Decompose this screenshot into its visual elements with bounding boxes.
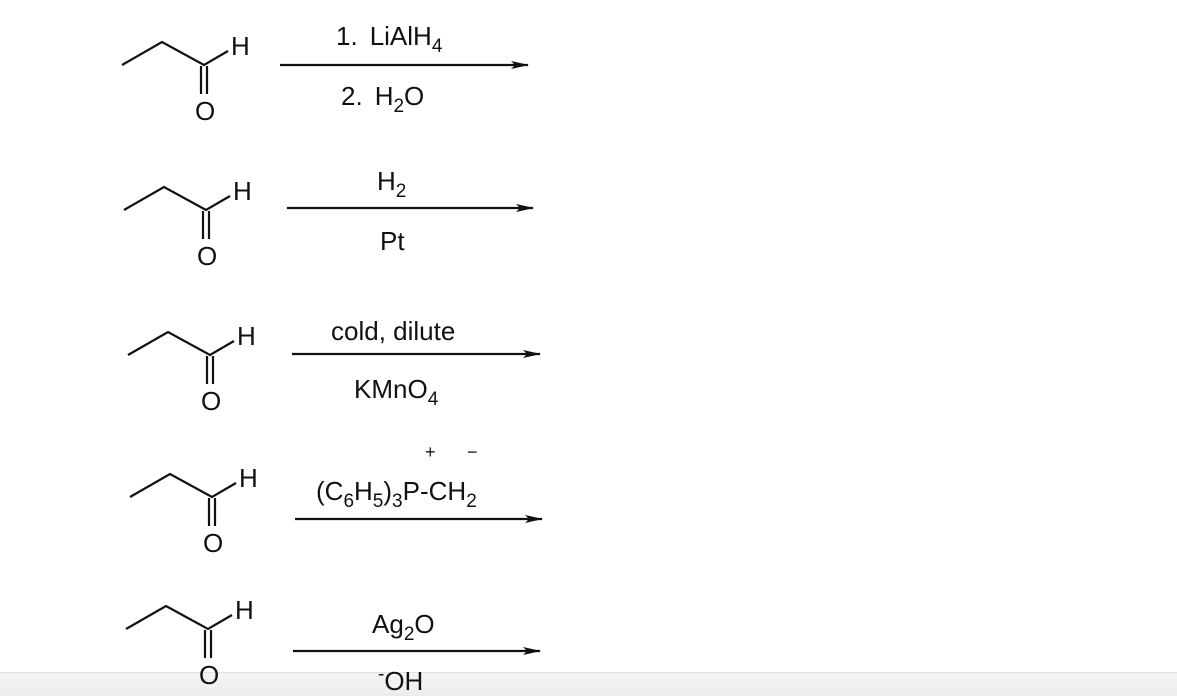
minus-charge: − <box>467 442 478 462</box>
reaction-3: H O cold, dilute KMnO4 <box>126 316 541 416</box>
hydrogen-label: H <box>231 31 250 61</box>
reaction-5: H O Ag2O -OH <box>124 595 541 696</box>
propanal-molecule: H O <box>120 31 250 126</box>
bottom-bar <box>0 672 1177 696</box>
propanal-molecule: H O <box>124 595 254 690</box>
oxygen-label: O <box>195 96 215 126</box>
reagent-above: H2 <box>377 166 406 202</box>
reaction-2: H O H2 Pt <box>122 166 534 271</box>
hydrogen-label: H <box>239 463 258 493</box>
reagent-above: Ag2O <box>372 609 435 645</box>
plus-charge: + <box>425 442 436 462</box>
reagent-below: -OH <box>378 664 423 696</box>
hydrogen-label: H <box>235 595 254 625</box>
reagent-below: Pt <box>380 226 405 256</box>
propanal-molecule: H O <box>122 176 252 271</box>
reagent-above: 1.LiAlH4 <box>336 21 443 57</box>
propanal-molecule: H O <box>126 321 256 416</box>
reagent-below: 2.H2O <box>341 81 424 117</box>
reaction-1: H O 1.LiAlH4 2.H2O <box>120 21 529 126</box>
oxygen-label: O <box>197 241 217 271</box>
oxygen-label: O <box>201 386 221 416</box>
oxygen-label: O <box>199 660 219 690</box>
hydrogen-label: H <box>237 321 256 351</box>
oxygen-label: O <box>203 528 223 558</box>
reagent-above: (C6H5)3P-CH2 <box>316 476 477 512</box>
hydrogen-label: H <box>233 176 252 206</box>
reaction-4: H O + − (C6H5)3P-CH2 <box>128 442 543 558</box>
propanal-molecule: H O <box>128 463 258 558</box>
reagent-above: cold, dilute <box>331 316 455 346</box>
reagent-below: KMnO4 <box>354 374 439 410</box>
